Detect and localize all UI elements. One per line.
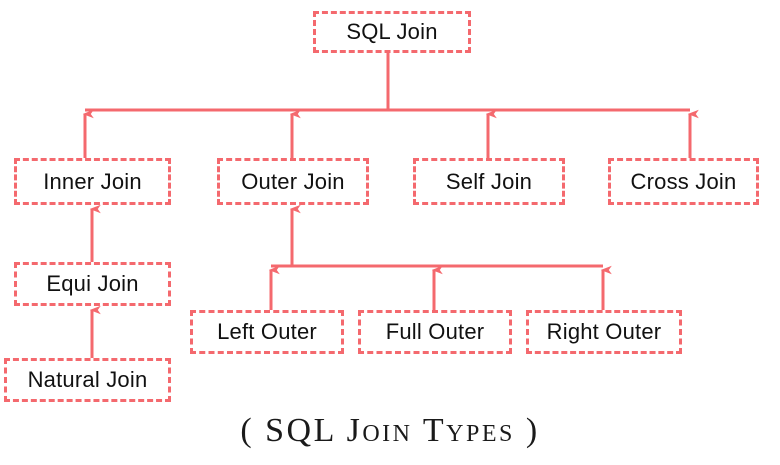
node-sql-join[interactable]: SQL Join [313,11,471,53]
diagram-caption: ( SQL Join Types ) [240,412,540,449]
node-outer-join[interactable]: Outer Join [217,158,369,205]
node-left-outer[interactable]: Left Outer [190,310,344,354]
node-right-outer[interactable]: Right Outer [526,310,682,354]
node-natural-join[interactable]: Natural Join [4,358,171,402]
node-equi-join[interactable]: Equi Join [14,262,171,306]
node-inner-join[interactable]: Inner Join [14,158,171,205]
node-cross-join[interactable]: Cross Join [608,158,759,205]
node-full-outer[interactable]: Full Outer [358,310,512,354]
node-self-join[interactable]: Self Join [413,158,565,205]
